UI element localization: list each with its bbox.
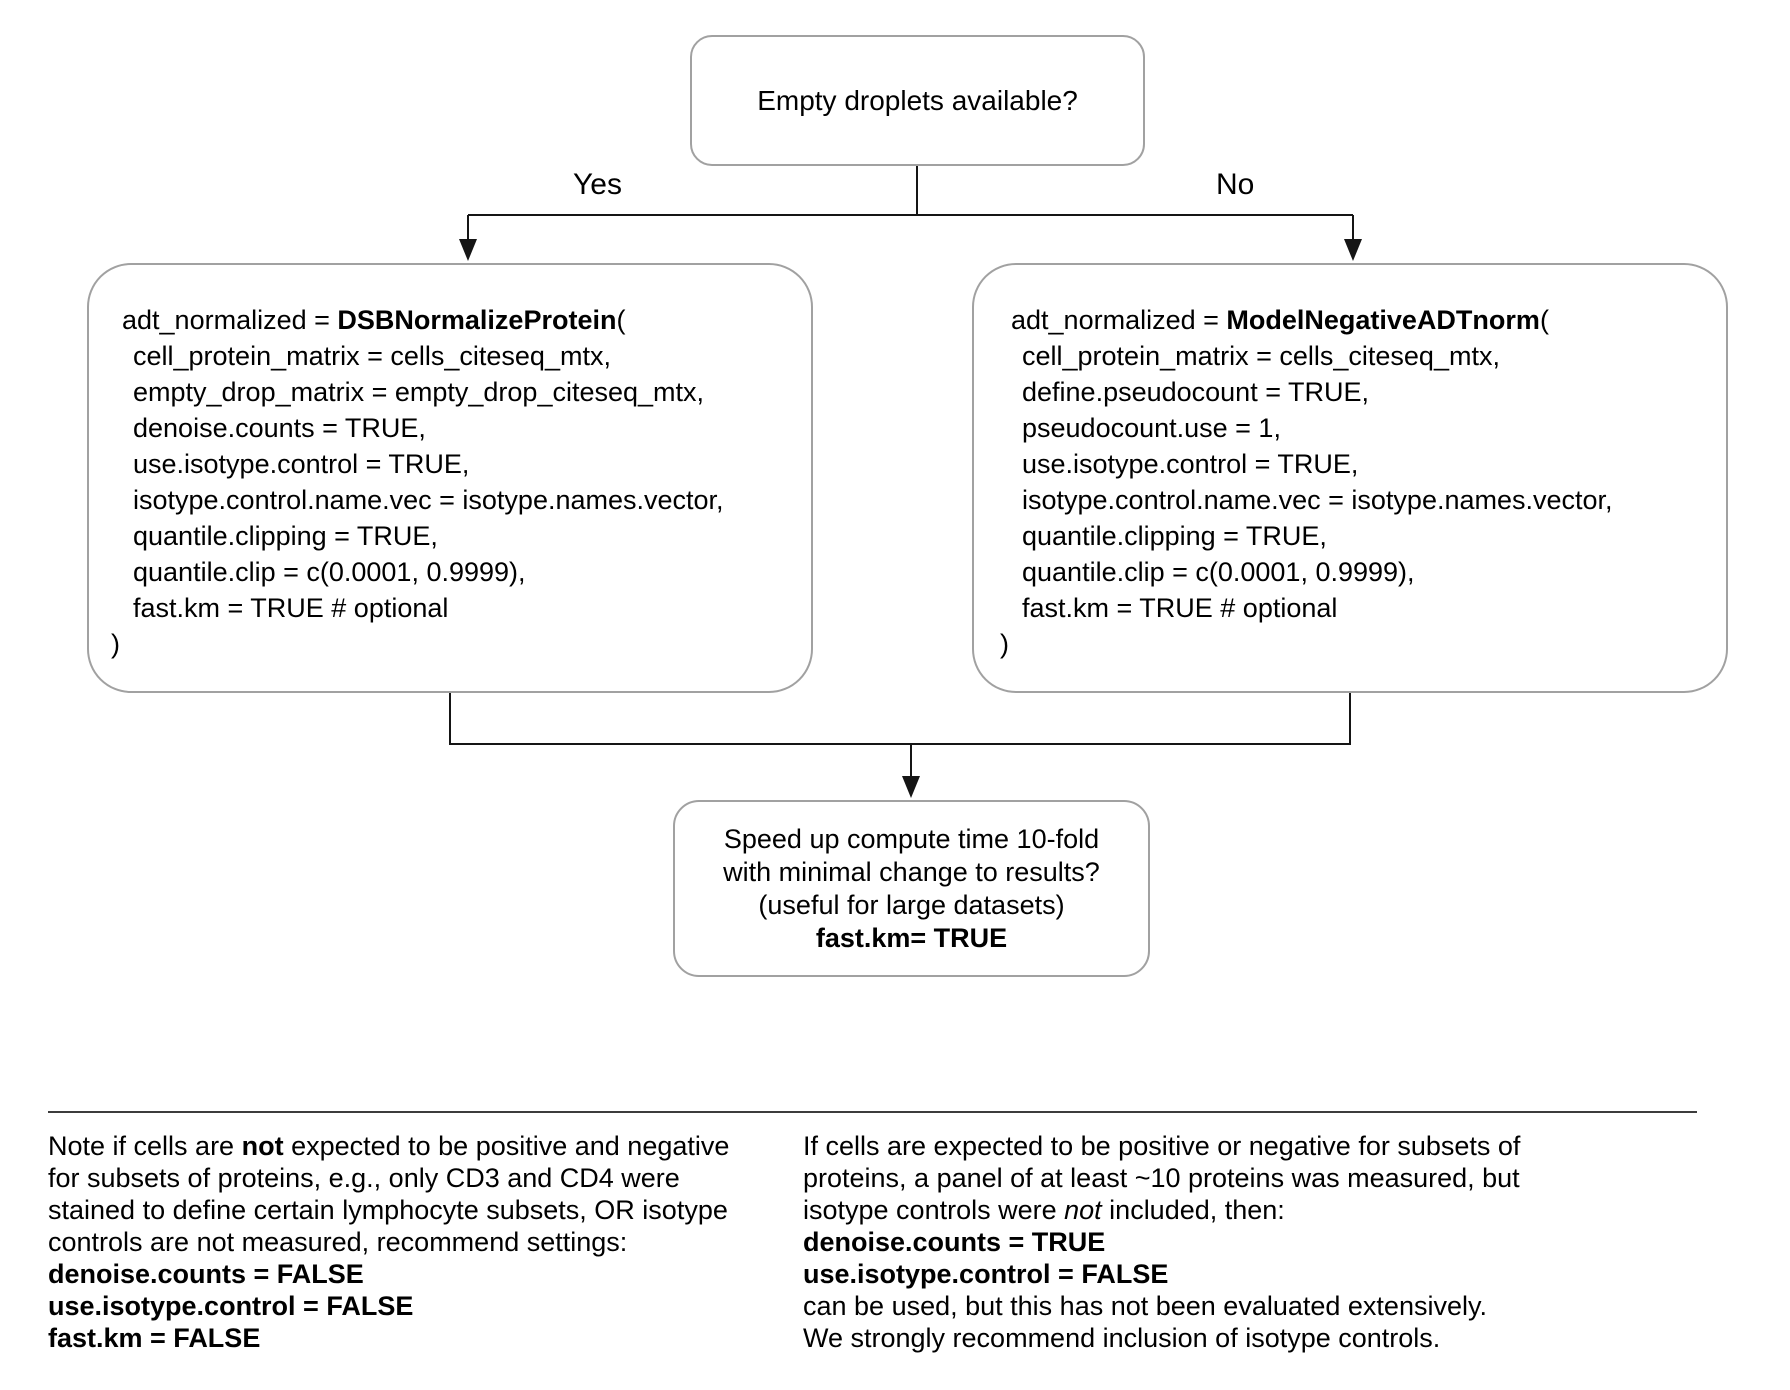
text-line: adt_normalized = DSBNormalizeProtein( (111, 302, 795, 338)
text-segment: DSBNormalizeProtein (337, 305, 617, 335)
text-segment: use.isotype.control = FALSE (803, 1259, 1169, 1289)
text-segment: proteins, a panel of at least ~10 protei… (803, 1163, 1520, 1193)
text-segment: with minimal change to results? (723, 857, 1100, 887)
text-line: quantile.clipping = TRUE, (1000, 518, 1710, 554)
text-segment: use.isotype.control = TRUE, (1022, 449, 1359, 479)
text-line: define.pseudocount = TRUE, (1000, 374, 1710, 410)
text-line: use.isotype.control = TRUE, (1000, 446, 1710, 482)
text-segment: define.pseudocount = TRUE, (1022, 377, 1369, 407)
text-segment: We strongly recommend inclusion of isoty… (803, 1323, 1441, 1353)
text-line: fast.km = FALSE (48, 1322, 729, 1354)
no-arrowhead-icon (1344, 239, 1362, 261)
text-line: isotype.control.name.vec = isotype.names… (1000, 482, 1710, 518)
text-segment: quantile.clip = c(0.0001, 0.9999), (1022, 557, 1415, 587)
text-line: for subsets of proteins, e.g., only CD3 … (48, 1162, 729, 1194)
text-segment: use.isotype.control = FALSE (48, 1291, 414, 1321)
text-segment: denoise.counts = TRUE, (133, 413, 426, 443)
text-line: adt_normalized = ModelNegativeADTnorm( (1000, 302, 1710, 338)
text-segment: adt_normalized = (1011, 305, 1227, 335)
text-line: We strongly recommend inclusion of isoty… (803, 1322, 1520, 1354)
text-segment: controls are not measured, recommend set… (48, 1227, 628, 1257)
text-line: isotype controls were not included, then… (803, 1194, 1520, 1226)
text-segment: included, then: (1101, 1195, 1285, 1225)
text-line: stained to define certain lymphocyte sub… (48, 1194, 729, 1226)
text-segment: Speed up compute time 10-fold (723, 824, 1100, 854)
text-segment: pseudocount.use = 1, (1022, 413, 1281, 443)
text-segment: fast.km = TRUE # optional (1022, 593, 1338, 623)
text-segment: fast.km= TRUE (815, 923, 1008, 953)
text-segment: not (241, 1131, 284, 1161)
text-segment: (useful for large datasets) (758, 890, 1065, 920)
text-segment: quantile.clipping = TRUE, (1022, 521, 1327, 551)
text-segment: for subsets of proteins, e.g., only CD3 … (48, 1163, 680, 1193)
decision-box-empty-droplets: Empty droplets available? (690, 35, 1145, 166)
text-segment: fast.km = TRUE # optional (133, 593, 449, 623)
text-segment: stained to define certain lymphocyte sub… (48, 1195, 728, 1225)
text-segment: isotype.control.name.vec = isotype.names… (133, 485, 724, 515)
text-segment: ( (616, 305, 626, 335)
text-line: quantile.clipping = TRUE, (111, 518, 795, 554)
text-line: denoise.counts = FALSE (48, 1258, 729, 1290)
text-segment: fast.km = FALSE (48, 1323, 261, 1353)
text-segment: Note if cells are (48, 1131, 242, 1161)
text-line: empty_drop_matrix = empty_drop_citeseq_m… (111, 374, 795, 410)
text-line: can be used, but this has not been evalu… (803, 1290, 1520, 1322)
text-segment: ) (1000, 629, 1009, 659)
text-line: fast.km= TRUE (675, 922, 1148, 955)
decision-question: Empty droplets available? (757, 84, 1078, 116)
text-segment: cell_protein_matrix = cells_citeseq_mtx, (133, 341, 611, 371)
text-segment: expected to be positive and negative (283, 1131, 730, 1161)
code-box-dsb-normalize-protein: adt_normalized = DSBNormalizeProtein(cel… (87, 263, 813, 693)
text-segment: cell_protein_matrix = cells_citeseq_mtx, (1022, 341, 1500, 371)
text-line: use.isotype.control = FALSE (48, 1290, 729, 1322)
text-line: controls are not measured, recommend set… (48, 1226, 729, 1258)
merge-arrowhead-icon (902, 776, 920, 798)
branch-label-yes: Yes (573, 168, 622, 201)
text-segment: ModelNegativeADTnorm (1226, 305, 1540, 335)
text-line: pseudocount.use = 1, (1000, 410, 1710, 446)
branch-label-no: No (1216, 168, 1255, 201)
text-line: use.isotype.control = FALSE (803, 1258, 1520, 1290)
text-segment: empty_drop_matrix = empty_drop_citeseq_m… (133, 377, 705, 407)
text-line: quantile.clip = c(0.0001, 0.9999), (1000, 554, 1710, 590)
text-segment: denoise.counts = FALSE (48, 1259, 364, 1289)
text-line: (useful for large datasets) (675, 889, 1148, 922)
code-box-model-negative-adt-norm: adt_normalized = ModelNegativeADTnorm(ce… (972, 263, 1728, 693)
text-line: cell_protein_matrix = cells_citeseq_mtx, (111, 338, 795, 374)
yes-arrowhead-icon (459, 239, 477, 261)
text-line: denoise.counts = TRUE (803, 1226, 1520, 1258)
text-line: denoise.counts = TRUE, (111, 410, 795, 446)
text-line: quantile.clip = c(0.0001, 0.9999), (111, 554, 795, 590)
text-line: ) (111, 626, 795, 662)
text-line: fast.km = TRUE # optional (111, 590, 795, 626)
text-line: If cells are expected to be positive or … (803, 1130, 1520, 1162)
text-line: proteins, a panel of at least ~10 protei… (803, 1162, 1520, 1194)
text-segment: quantile.clip = c(0.0001, 0.9999), (133, 557, 526, 587)
text-segment: can be used, but this has not been evalu… (803, 1291, 1487, 1321)
text-segment: ) (111, 629, 120, 659)
text-segment: ( (1539, 305, 1549, 335)
text-line: with minimal change to results? (675, 856, 1148, 889)
footnote-divider (48, 1111, 1697, 1113)
text-segment: quantile.clipping = TRUE, (133, 521, 438, 551)
text-line: isotype.control.name.vec = isotype.names… (111, 482, 795, 518)
text-segment: isotype controls were (803, 1195, 1065, 1225)
text-line: use.isotype.control = TRUE, (111, 446, 795, 482)
text-line: Note if cells are not expected to be pos… (48, 1130, 729, 1162)
text-segment: denoise.counts = TRUE (803, 1227, 1106, 1257)
footnote-left: Note if cells are not expected to be pos… (48, 1130, 729, 1354)
text-segment: adt_normalized = (122, 305, 338, 335)
text-line: Speed up compute time 10-fold (675, 823, 1148, 856)
text-line: fast.km = TRUE # optional (1000, 590, 1710, 626)
text-segment: isotype.control.name.vec = isotype.names… (1022, 485, 1613, 515)
footnote-right: If cells are expected to be positive or … (803, 1130, 1520, 1354)
text-segment: use.isotype.control = TRUE, (133, 449, 470, 479)
text-line: cell_protein_matrix = cells_citeseq_mtx, (1000, 338, 1710, 374)
text-segment: not (1064, 1195, 1102, 1225)
text-line: ) (1000, 626, 1710, 662)
text-segment: If cells are expected to be positive or … (803, 1131, 1521, 1161)
